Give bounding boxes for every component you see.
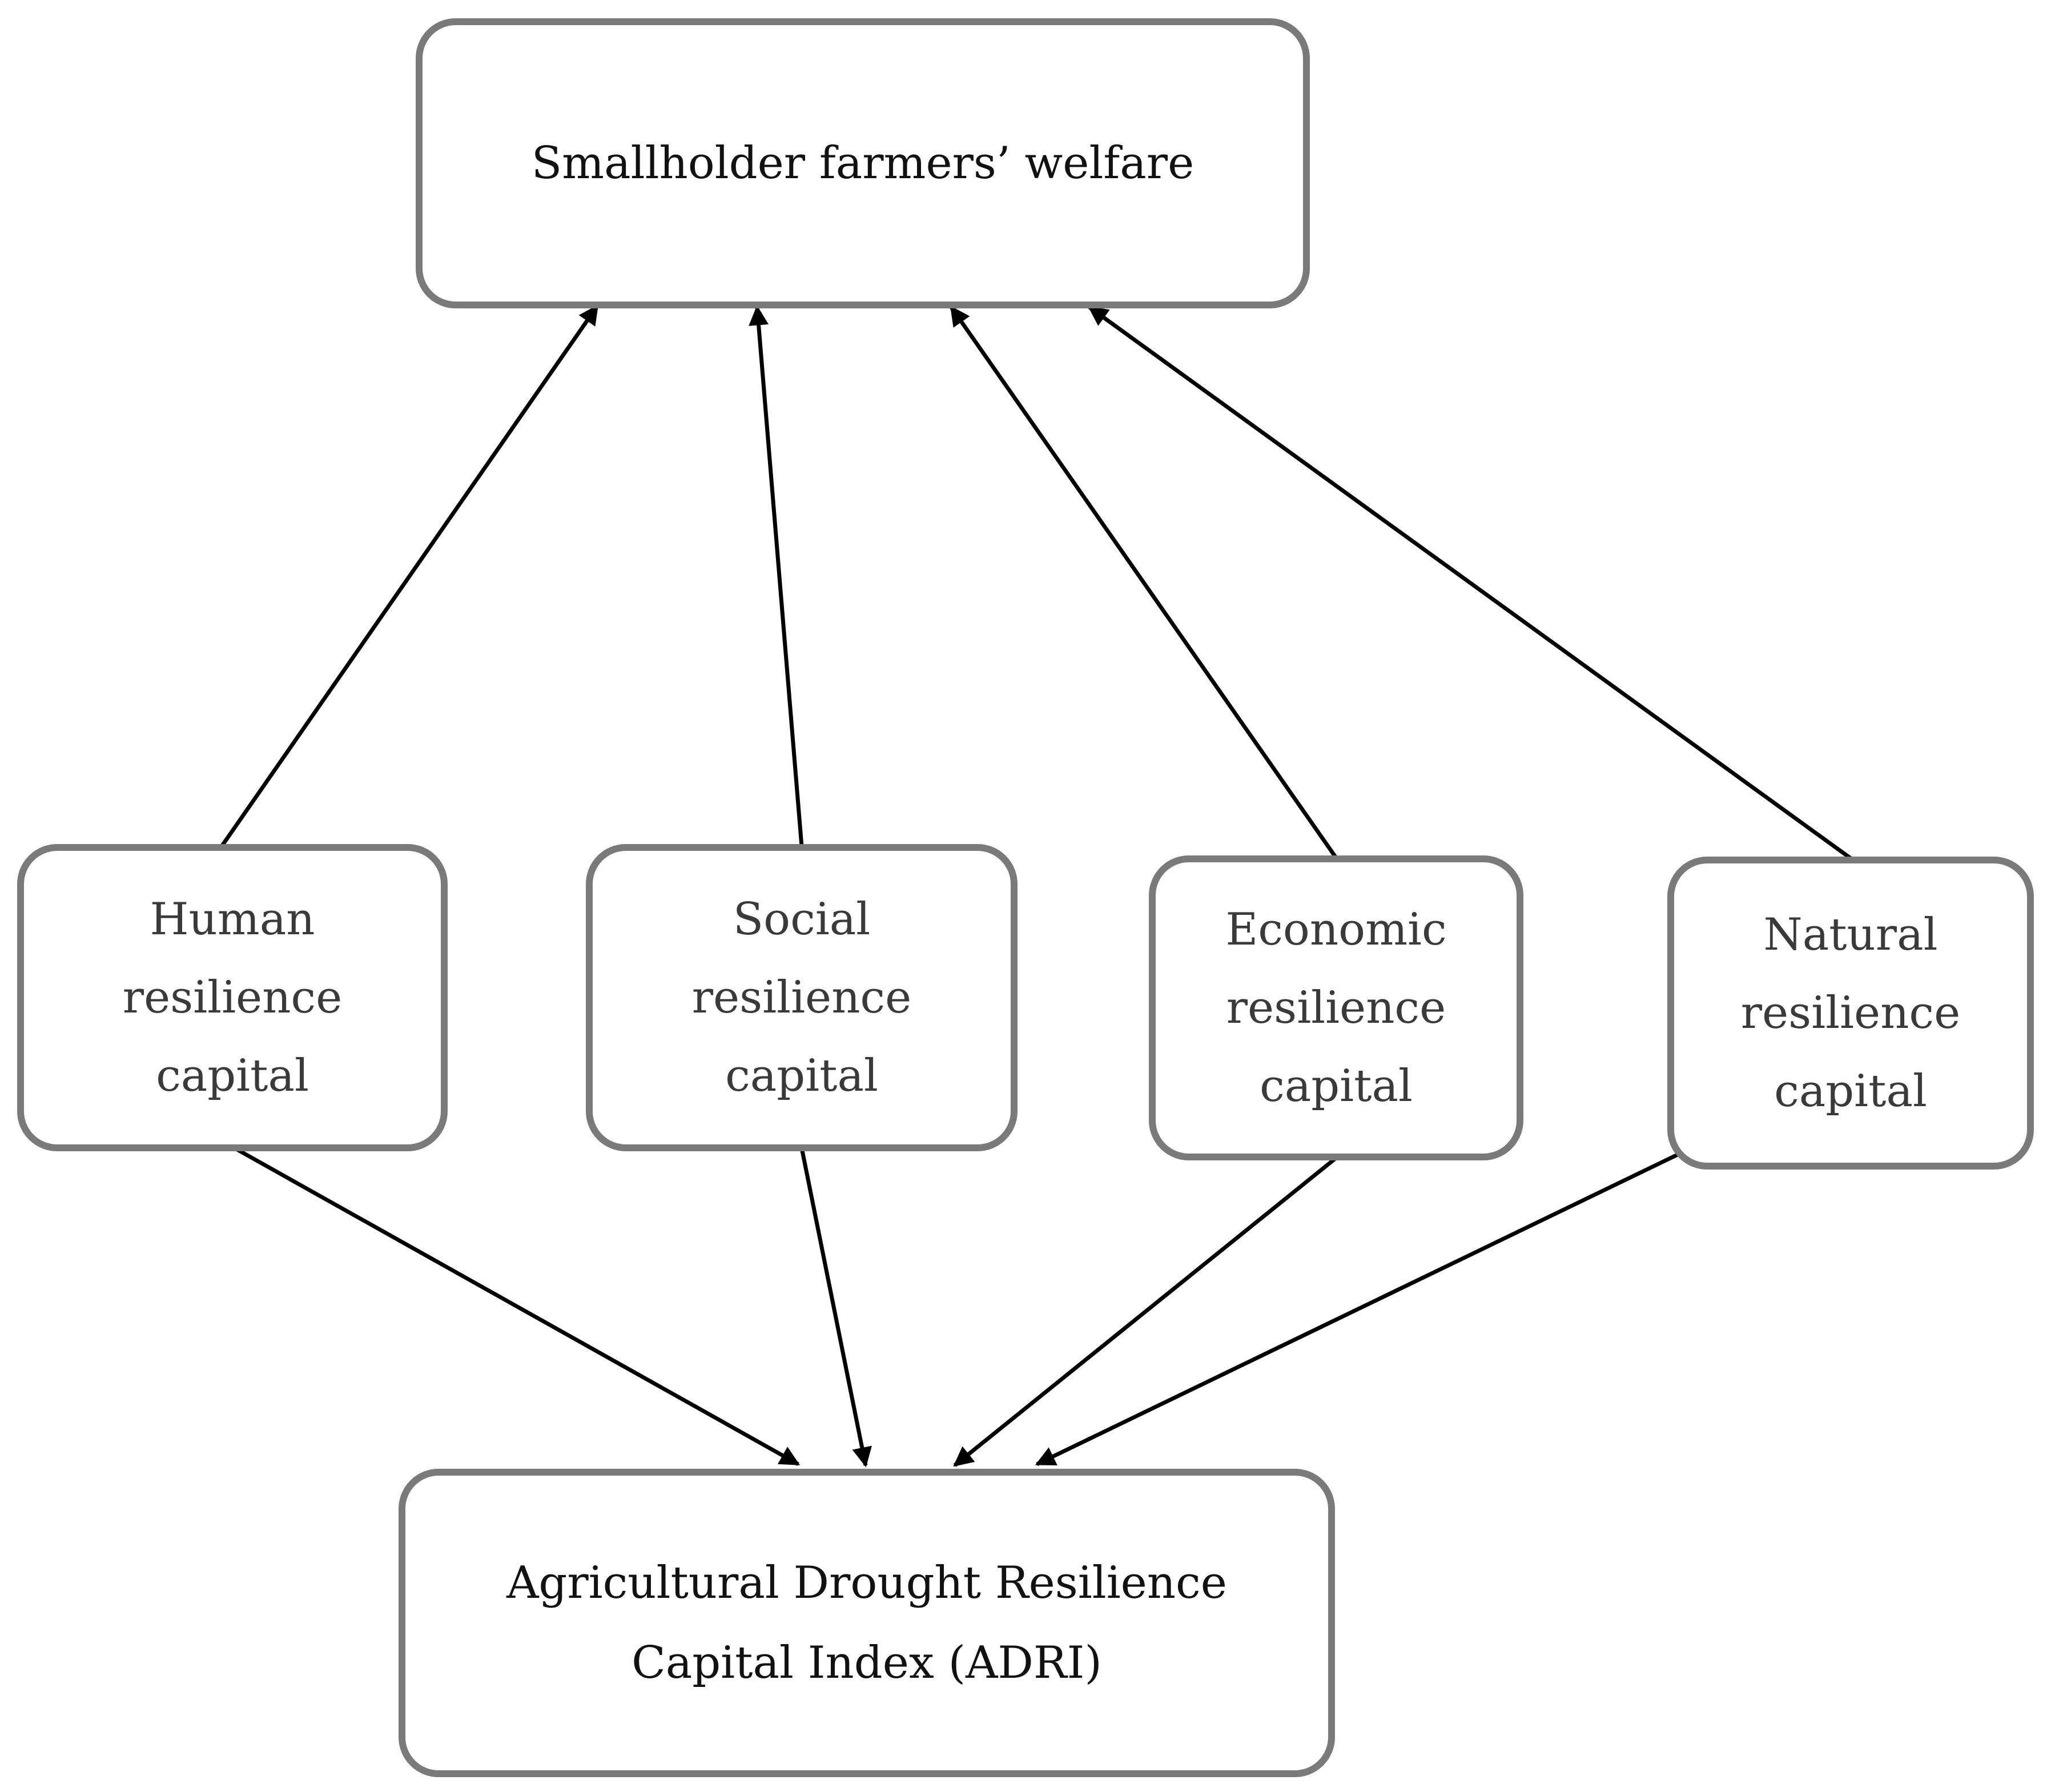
outcome-label: Smallholder farmers’ welfare — [531, 138, 1195, 189]
index-label: Agricultural Drought Resilience Capital … — [506, 1557, 1227, 1689]
social-capital-label: Social resilience capital — [691, 893, 912, 1102]
economic-capital-label: Economic resilience capital — [1225, 903, 1447, 1112]
arrow-economic-to-index — [953, 1155, 1339, 1467]
arrow-natural-to-index — [1035, 1151, 1681, 1466]
arrow-human-to-index — [233, 1146, 801, 1466]
arrow-human-to-outcome — [218, 304, 599, 851]
index-box: Agricultural Drought Resilience Capital … — [399, 1469, 1335, 1777]
outcome-box: Smallholder farmers’ welfare — [416, 18, 1310, 308]
social-capital-box: Social resilience capital — [586, 844, 1018, 1151]
arrow-natural-to-outcome — [1088, 306, 1854, 861]
natural-capital-label: Natural resilience capital — [1740, 909, 1961, 1117]
arrow-social-to-outcome — [749, 305, 804, 847]
economic-capital-box: Economic resilience capital — [1149, 855, 1523, 1160]
human-capital-label: Human resilience capital — [122, 893, 343, 1102]
arrow-economic-to-outcome — [950, 306, 1339, 861]
arrow-social-to-index — [799, 1147, 872, 1468]
human-capital-box: Human resilience capital — [17, 844, 448, 1151]
natural-capital-box: Natural resilience capital — [1667, 857, 2034, 1170]
